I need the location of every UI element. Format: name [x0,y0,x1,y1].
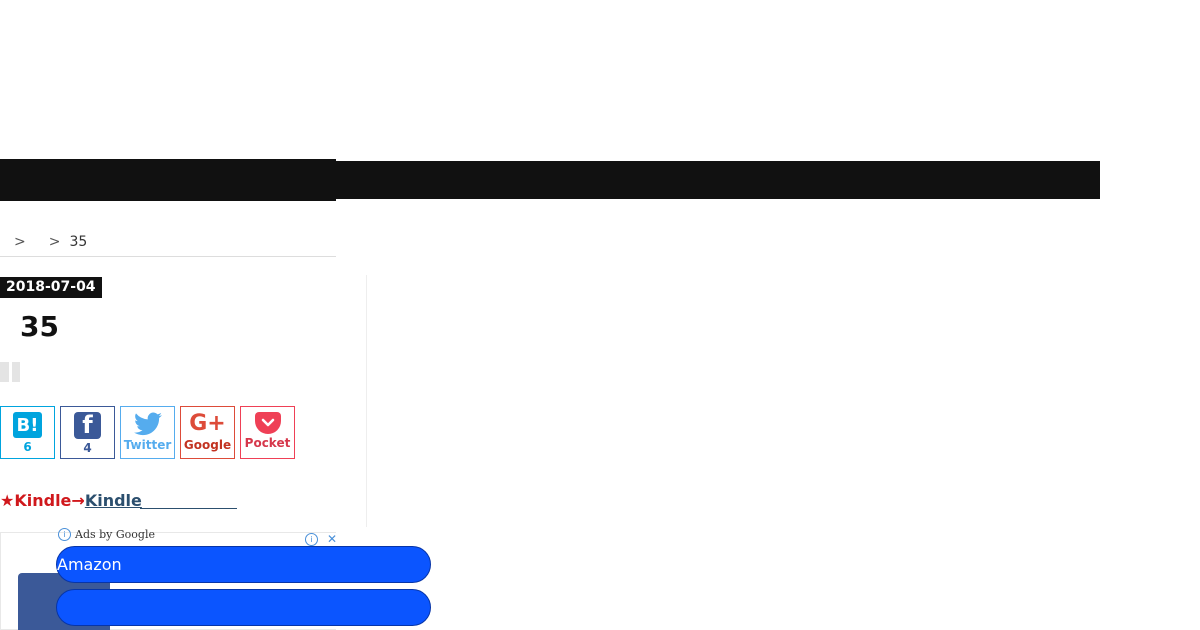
breadcrumb-divider [0,256,336,257]
breadcrumb-home-link[interactable] [0,235,5,249]
share-facebook-button[interactable]: f 4 [60,406,115,459]
kindle-promo-link[interactable]: Kindle [84,491,142,510]
share-hatena-button[interactable]: B! 6 [0,406,55,459]
share-pocket-button[interactable]: Pocket [240,406,295,459]
kindle-promo-underline [140,508,237,509]
column-divider [366,275,367,527]
facebook-count: 4 [83,441,92,455]
twitter-bird-icon [133,412,162,436]
post-date-badge: 2018-07-04 [0,277,102,298]
breadcrumb-separator: > [48,234,61,250]
hatena-count: 6 [23,440,32,454]
google-plus-icon: G+ [189,411,226,436]
ad-link-pill[interactable] [56,589,431,626]
breadcrumb-separator: > [14,234,26,250]
pocket-icon [254,412,281,434]
share-google-button[interactable]: G+ Google [180,406,235,459]
ad-controls: i ✕ [305,532,337,546]
post-title: 35 [20,310,59,343]
breadcrumb: > > 35 [0,234,87,250]
kindle-promo-prefix: ★Kindle→ [0,491,85,510]
ad-info-icon[interactable]: i [58,528,71,541]
breadcrumb-current: 35 [69,234,88,250]
facebook-icon: f [74,412,101,439]
breadcrumb-category-link[interactable] [35,235,40,249]
header-nav-bar [336,161,1100,199]
pocket-label: Pocket [244,436,291,450]
kindle-promo: ★Kindle→ Kindle [0,491,142,510]
google-label: Google [183,438,232,452]
twitter-label: Twitter [123,438,172,452]
hatena-bookmark-icon: B! [13,412,42,438]
ad-link-pill-amazon[interactable]: Amazon [56,546,431,583]
category-tag[interactable] [0,362,9,382]
ad-label-text: Ads by Google [75,528,155,541]
ad-close-icon[interactable]: ✕ [327,532,338,546]
ad-choices-icon[interactable]: i [305,532,318,546]
share-twitter-button[interactable]: Twitter [120,406,175,459]
ad-label: i Ads by Google [58,528,155,541]
category-tag[interactable] [12,362,20,382]
header-nav-left [0,159,336,201]
